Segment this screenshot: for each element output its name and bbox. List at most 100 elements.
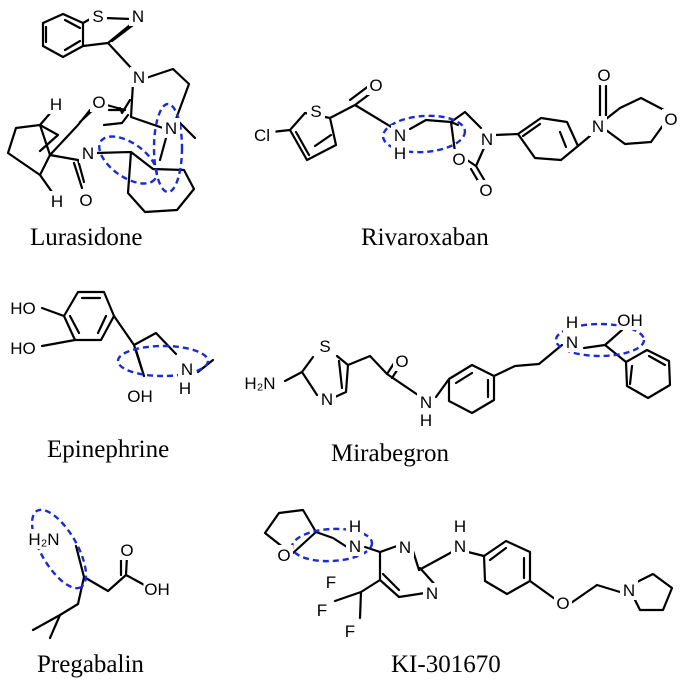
atom-symbol: S [319, 337, 330, 356]
atom-symbol: H [179, 379, 191, 398]
atom-symbol: N [426, 584, 438, 603]
atom-label-pregabalin: O [118, 540, 136, 560]
atom-label-bg [417, 392, 435, 412]
atom-label-mirabegron: H₂N [242, 373, 278, 393]
atom-label-pregabalin: H₂N [26, 529, 62, 549]
atom-label-bg [346, 516, 364, 536]
atom-symbol: N [394, 126, 406, 145]
atom-symbol: N [592, 117, 604, 136]
atom-label-bg [341, 621, 359, 641]
bonds-pregabalin [31, 544, 150, 640]
atom-label-bg [178, 359, 196, 379]
atom-label-bg [589, 116, 607, 136]
atom-label-bg [616, 310, 644, 330]
structure-pregabalin: Pregabalin [30, 508, 150, 678]
structure-lurasidone: Lurasidone [6, 12, 197, 251]
atom-label-rivaroxaban: N [589, 116, 607, 136]
atom-label-bg [477, 180, 495, 200]
atom-label-bg [118, 540, 136, 560]
atom-label-rivaroxaban: O [662, 109, 680, 129]
structure-rivaroxaban: Rivaroxaban [270, 83, 666, 251]
atom-label-rivaroxaban: O [367, 75, 385, 95]
compound-name-epinephrine: Epinephrine [47, 436, 169, 463]
atom-label-rivaroxaban: N [391, 125, 409, 145]
atom-label-bg [48, 191, 66, 211]
atom-symbol: O [120, 541, 133, 560]
atom-symbol: N [133, 68, 145, 87]
atom-symbol: S [92, 7, 103, 26]
atom-label-bg [316, 336, 334, 356]
atom-symbol: N [399, 538, 411, 557]
compound-name-rivaroxaban: Rivaroxaban [361, 224, 489, 251]
atom-symbol: H [50, 95, 62, 114]
atom-label-bg [79, 143, 97, 163]
atom-label-rivaroxaban: S [307, 101, 325, 121]
highlight-mirabegron-amino-alcohol [554, 322, 646, 358]
structure-epinephrine: Epinephrine [40, 290, 215, 463]
atom-symbol: O [479, 181, 492, 200]
atom-symbol: N [481, 130, 493, 149]
highlight-lurasidone-amide [98, 135, 158, 185]
atom-symbol: S [310, 102, 321, 121]
atom-label-bg [307, 101, 325, 121]
highlight-lurasidone-piperazine [152, 102, 184, 194]
atom-symbol: OH [127, 387, 153, 406]
atom-label-bg [620, 580, 638, 600]
atom-label-bg [563, 332, 581, 352]
atom-label-mirabegron: H [417, 410, 435, 430]
atom-label-lurasidone: H [47, 94, 65, 114]
atom-label-rivaroxaban: O [477, 180, 495, 200]
atom-label-ki-301670: F [313, 600, 331, 620]
atom-label-epinephrine: OH [126, 386, 154, 406]
atom-label-ki-301670: N [396, 537, 414, 557]
atom-label-epinephrine: H [176, 378, 194, 398]
compound-name-ki-301670: KI-301670 [391, 651, 501, 678]
atom-label-ki-301670: N [423, 583, 441, 603]
atom-symbol: O [597, 66, 610, 85]
compound-name-pregabalin: Pregabalin [37, 651, 144, 678]
atom-symbol: N [165, 119, 177, 138]
atom-symbol: O [664, 110, 677, 129]
bonds-ki-301670 [263, 508, 674, 620]
atom-label-bg [563, 312, 581, 332]
atom-label-ki-301670: N [620, 580, 638, 600]
highlight-rivaroxaban-amine [381, 114, 467, 154]
atom-label-bg [423, 583, 441, 603]
atom-symbol: O [452, 150, 465, 169]
atom-symbol: Cl [254, 126, 270, 145]
atom-label-bg [242, 373, 278, 393]
atom-label-lurasidone: H [48, 191, 66, 211]
atom-label-rivaroxaban: Cl [248, 125, 276, 145]
atom-label-pregabalin: OH [143, 579, 171, 599]
atom-label-ki-301670: F [341, 621, 359, 641]
atom-label-lurasidone: N [130, 67, 148, 87]
atom-label-epinephrine: N [178, 359, 196, 379]
atom-symbol: N [349, 537, 361, 556]
atom-label-bg [322, 572, 340, 592]
atom-label-mirabegron: N [563, 332, 581, 352]
bonds-rivaroxaban [270, 83, 666, 188]
atom-symbol: F [326, 573, 336, 592]
atom-label-bg [129, 6, 147, 26]
atom-label-ki-301670: H [451, 516, 469, 536]
atom-label-mirabegron: H [563, 312, 581, 332]
atom-symbol: F [345, 622, 355, 641]
atom-symbol: O [79, 191, 92, 210]
atom-label-bg [391, 143, 409, 163]
atom-symbol: N [454, 537, 466, 556]
atom-label-lurasidone: N [162, 118, 180, 138]
atom-label-mirabegron: O [393, 351, 411, 371]
atom-symbol: HO [10, 299, 36, 318]
atom-label-mirabegron: OH [616, 310, 644, 330]
atom-label-mirabegron: N [417, 392, 435, 412]
atom-label-bg [396, 537, 414, 557]
atom-symbol: H [566, 313, 578, 332]
compound-name-lurasidone: Lurasidone [30, 224, 142, 251]
atom-symbol: OH [144, 580, 170, 599]
atom-label-lurasidone: O [90, 92, 108, 112]
atom-symbol: OH [617, 311, 643, 330]
bonds-lurasidone [6, 12, 197, 214]
atom-symbol: N [181, 360, 193, 379]
atom-symbol: H₂N [28, 530, 59, 549]
